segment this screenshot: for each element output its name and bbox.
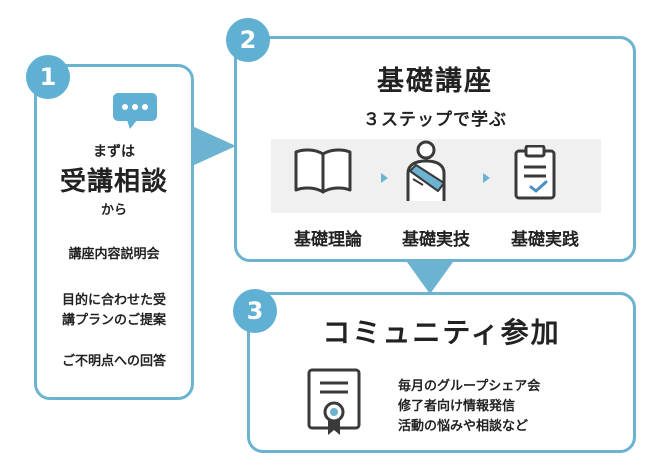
arrow-right-icon bbox=[192, 126, 236, 166]
step1-post-text: から bbox=[100, 203, 127, 218]
step-label-theory: 基礎理論 bbox=[294, 230, 362, 250]
step1-item-2-line-1: 目的に合わせた受 bbox=[61, 293, 166, 308]
arrow-down-icon bbox=[407, 262, 453, 294]
step3-card: コミュニティ参加 毎月のグループシェア会 修了者向け情報発信 活動の悩みや相談な… bbox=[247, 292, 636, 453]
step1-main-text: 受講相談 bbox=[59, 167, 168, 197]
step3-item-3: 活動の悩みや相談など bbox=[398, 419, 529, 434]
certificate-icon bbox=[307, 368, 361, 435]
step2-number-badge: 2 bbox=[226, 18, 270, 62]
step3-title: コミュニティ参加 bbox=[322, 316, 561, 349]
step2-card: 基礎講座 ３ステップで学ぶ 基礎理論 基礎実技 基礎実践 bbox=[234, 36, 636, 262]
step-label-application: 基礎実践 bbox=[511, 230, 579, 250]
step1-item-1: 講座内容説明会 bbox=[68, 247, 160, 262]
step3-item-1: 毎月のグループシェア会 bbox=[398, 379, 541, 394]
step3-item-2: 修了者向け情報発信 bbox=[398, 399, 516, 414]
step3-number-badge: 3 bbox=[233, 289, 277, 333]
clipboard-check-icon bbox=[514, 145, 556, 200]
step1-card: まずは 受講相談 から 講座内容説明会 目的に合わせた受 講プランのご提案 ご不… bbox=[34, 64, 194, 400]
person-practice-icon bbox=[406, 140, 446, 201]
step-label-practice: 基礎実技 bbox=[402, 230, 470, 250]
step1-item-2-line-2: 講プランのご提案 bbox=[61, 313, 166, 328]
step1-number-badge: 1 bbox=[26, 55, 70, 99]
chat-bubble-icon bbox=[113, 93, 157, 129]
book-icon bbox=[294, 148, 352, 194]
step2-subtitle: ３ステップで学ぶ bbox=[363, 110, 507, 130]
step-arrow-2 bbox=[483, 173, 490, 183]
step1-pre-text: まずは bbox=[93, 144, 135, 160]
step1-item-2: 目的に合わせた受 講プランのご提案 bbox=[37, 291, 191, 331]
step1-item-3: ご不明点への回答 bbox=[61, 354, 166, 369]
step-arrow-1 bbox=[381, 173, 388, 183]
step2-title: 基礎講座 bbox=[377, 66, 493, 97]
